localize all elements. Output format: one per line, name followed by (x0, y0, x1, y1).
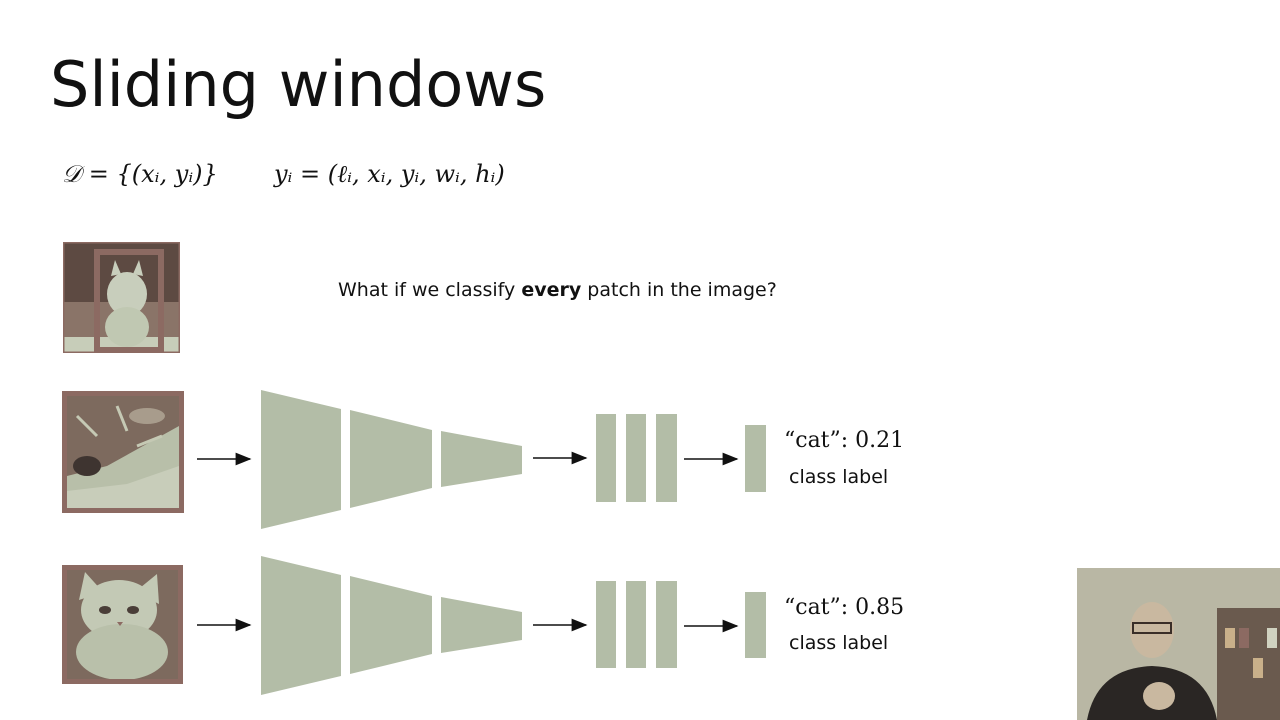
output-layer-2 (745, 592, 766, 658)
kitten-photo (63, 242, 180, 353)
presenter-video (1077, 568, 1280, 720)
conv-layer-2c (441, 597, 522, 653)
conv-layer-2a (261, 556, 341, 695)
question-bold: every (521, 279, 582, 301)
question-text: What if we classify every patch in the i… (338, 279, 777, 301)
fc-layer-1b (626, 414, 646, 502)
class-label-2: class label (789, 632, 889, 654)
presenter-video-frame (1077, 568, 1280, 720)
conv-layer-1a (261, 390, 341, 529)
patch-image-2 (62, 565, 183, 684)
fc-layer-1a (596, 414, 616, 502)
question-pre: What if we classify (338, 279, 522, 301)
fc-layer-2c (656, 581, 677, 668)
fc-layer-2b (626, 581, 646, 668)
conv-layer-1b (350, 410, 432, 508)
fc-layer-1c (656, 414, 677, 502)
output-layer-1 (745, 425, 766, 492)
score-text-2: “cat”: 0.85 (784, 595, 905, 620)
question-post: patch in the image? (581, 279, 777, 301)
slide-title: Sliding windows (50, 48, 547, 121)
patch-photo-1 (67, 396, 179, 508)
dataset-formula: 𝒟 = {(xᵢ, yᵢ)} (62, 160, 218, 188)
conv-layer-2b (350, 576, 432, 674)
fc-layer-2a (596, 581, 616, 668)
example-image-with-box (63, 242, 180, 353)
score-text-1: “cat”: 0.21 (784, 428, 905, 453)
patch-image-1 (62, 391, 184, 513)
label-formula: yᵢ = (ℓᵢ, xᵢ, yᵢ, wᵢ, hᵢ) (274, 160, 505, 188)
patch-photo-2 (67, 570, 178, 679)
conv-layer-1c (441, 431, 522, 487)
class-label-1: class label (789, 466, 889, 488)
